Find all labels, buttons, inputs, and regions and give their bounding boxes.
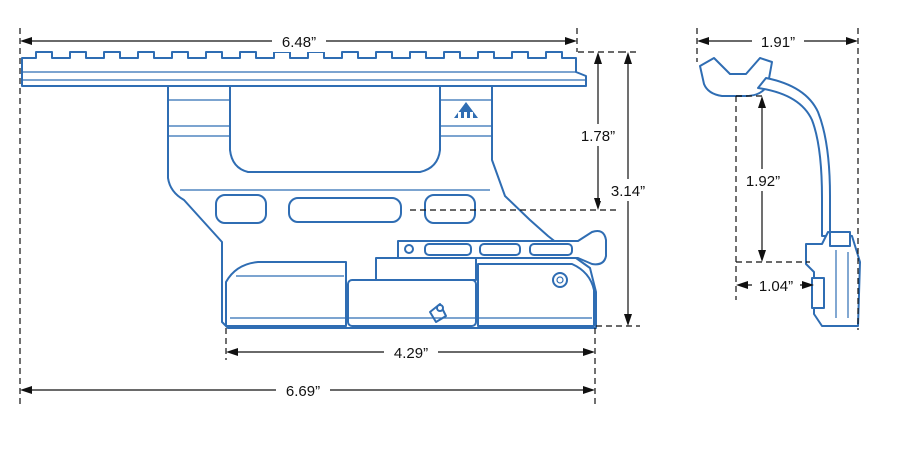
lower-housing-left: [225, 261, 347, 327]
dim-side-rail-width-label: 1.91”: [761, 34, 795, 51]
dim-base-length-label: 4.29”: [394, 345, 428, 362]
lower-housing-right: [477, 263, 595, 327]
dim-total-height-label: 3.14”: [611, 183, 645, 200]
front-view-mount: [21, 51, 607, 329]
dimension-side-offset: 1.04”: [736, 274, 814, 296]
side-arm: [757, 77, 831, 237]
dimension-base-length: 4.29”: [225, 328, 596, 408]
utg-logo-icon: [454, 102, 478, 118]
dim-overall-length-label: 6.69”: [286, 383, 320, 400]
dimension-overall-rail: 6.48”: [19, 28, 578, 408]
dimension-overall-length: 6.69”: [20, 379, 595, 401]
dimension-side-rail-width: 1.91”: [696, 28, 859, 330]
dimension-total-height: 3.14”: [596, 51, 656, 327]
rail-top: [21, 51, 587, 87]
dimension-side-vertical-height: 1.92”: [735, 95, 810, 300]
side-rail-head: [699, 57, 773, 97]
slot-right: [424, 194, 476, 224]
slot-left: [215, 194, 267, 224]
lower-housing-upper: [375, 257, 477, 281]
lower-housing-center: [347, 279, 477, 327]
dim-overall-rail-label: 6.48”: [282, 34, 316, 51]
slot-middle: [288, 197, 402, 223]
side-view-mount: [699, 57, 861, 327]
dimension-rail-to-mount-height: 1.78”: [410, 51, 624, 211]
dim-side-vertical-label: 1.92”: [746, 173, 780, 190]
dim-rail-to-mount-label: 1.78”: [581, 128, 615, 145]
dim-side-offset-label: 1.04”: [759, 278, 793, 295]
